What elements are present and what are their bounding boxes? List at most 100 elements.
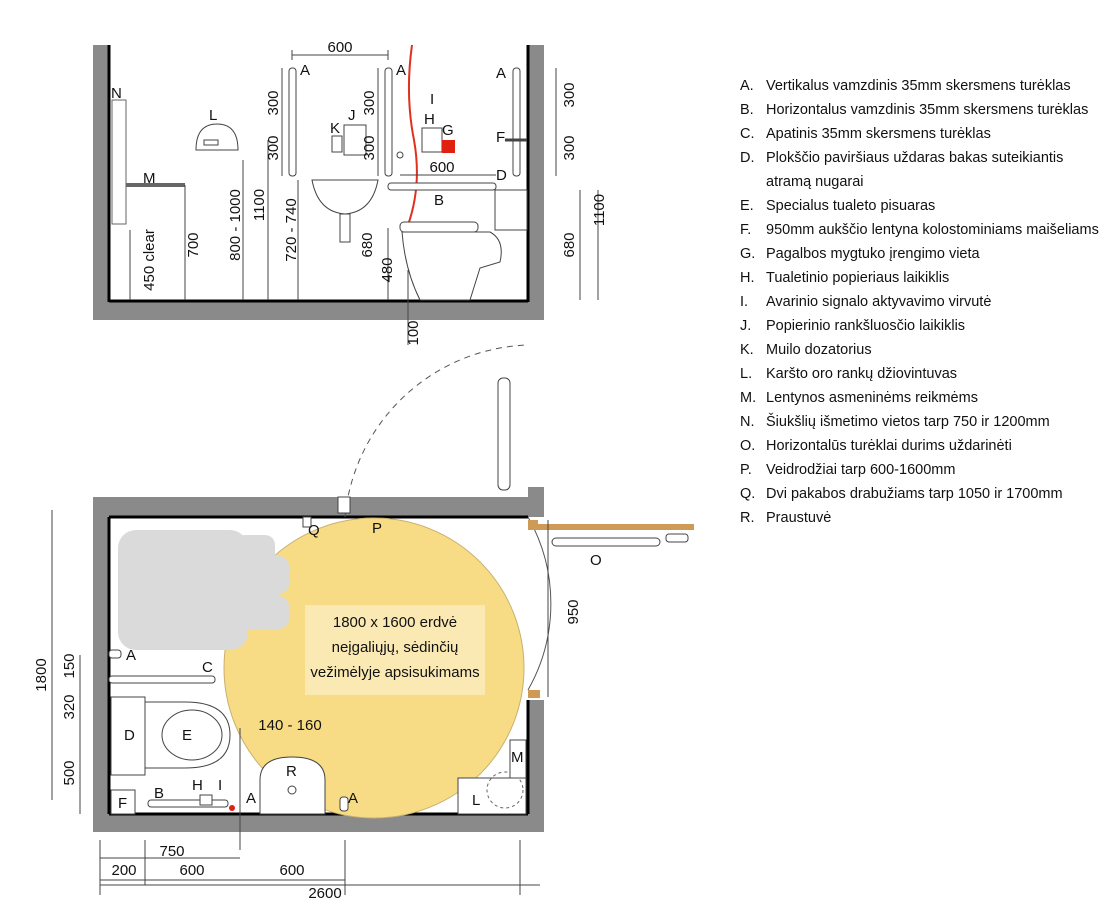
- hand-dryer: [195, 123, 239, 151]
- legend-item: C.Apatinis 35mm skersmens turėklas: [740, 126, 991, 142]
- floor-slab: [93, 300, 544, 320]
- label-r: R: [286, 763, 297, 780]
- right-wall: [528, 45, 544, 320]
- legend-item: G.Pagalbos mygtuko įrengimo vieta: [740, 246, 980, 262]
- toilet-bowl: [401, 231, 502, 301]
- dim-600-rail: 600: [429, 159, 454, 176]
- dim-600: 600: [279, 862, 304, 879]
- dim-100: 100: [405, 320, 422, 345]
- legend-item: Q.Dvi pakabos drabužiams tarp 1050 ir 17…: [740, 486, 1063, 502]
- label-b: B: [154, 785, 164, 802]
- legend-item: K.Muilo dozatorius: [740, 342, 872, 358]
- label-a: A: [300, 62, 310, 79]
- vertical-grab-bar-mid: [384, 67, 393, 177]
- wheelchair-silhouette: [118, 530, 290, 650]
- label-a: A: [496, 65, 506, 82]
- dim-200: 200: [111, 862, 136, 879]
- door-swing-inner: [527, 516, 552, 691]
- dim-320: 320: [61, 694, 78, 719]
- label-e: E: [182, 727, 192, 744]
- dim-2600: 2600: [308, 885, 341, 902]
- dim-1100: 1100: [251, 189, 268, 221]
- dim-1100: 1100: [591, 194, 608, 226]
- legend-item: B.Horizontalus vamzdinis 35mm skersmens …: [740, 102, 1089, 118]
- label-c: C: [202, 659, 213, 676]
- waste-bin: [111, 99, 127, 225]
- legend-item: L.Karšto oro rankų džiovintuvas: [740, 366, 958, 382]
- wash-basin: [311, 179, 379, 215]
- label-d: D: [496, 167, 507, 184]
- legend-item: N.Šiukšlių išmetimo vietos tarp 750 ir 1…: [740, 414, 1050, 430]
- toilet-paper-holder: [421, 127, 443, 153]
- soap-dispenser: [331, 135, 343, 153]
- vertical-grab-bar-left: [288, 67, 297, 177]
- door-closing-rail: [551, 537, 661, 547]
- turning-space-line: neįgaliųjų, sėdinčių: [331, 639, 459, 656]
- dim-700: 700: [185, 232, 202, 257]
- dim-680: 680: [359, 232, 376, 257]
- label-f: F: [496, 129, 505, 146]
- outer-door-rail: [497, 377, 511, 491]
- dim-480: 480: [379, 257, 396, 282]
- dim-300: 300: [265, 135, 282, 160]
- legend-item: D.Plokščio paviršiaus uždaras bakas sute…: [740, 150, 1064, 190]
- left-wall: [93, 497, 109, 832]
- toilet-seat: [399, 221, 479, 233]
- label-q: Q: [308, 522, 320, 539]
- turning-space-line: vežimėlyje apsisukimams: [310, 664, 480, 681]
- turning-space-label: 1800 x 1600 erdvė neįgaliųjų, sėdinčių v…: [300, 610, 490, 685]
- label-d: D: [124, 727, 135, 744]
- label-i: I: [430, 91, 434, 108]
- legend-item: A.Vertikalus vamzdinis 35mm skersmens tu…: [740, 78, 1071, 94]
- right-wall-lower: [528, 700, 544, 832]
- top-wall: [93, 497, 543, 517]
- dim-450-clear: 450 clear: [141, 229, 158, 291]
- right-wall-upper: [528, 487, 544, 517]
- label-h: H: [424, 111, 435, 128]
- alarm-cord: [407, 44, 418, 226]
- legend-item: O.Horizontalūs turėklai durims uždarinėt…: [740, 438, 1012, 454]
- wall-elevation: 600 300 300 300 300 600 300 300 1100 680…: [93, 39, 608, 346]
- dim-750: 750: [159, 843, 184, 860]
- alarm-cord-plan: [229, 805, 235, 811]
- dim-top-600: 600: [327, 39, 352, 56]
- label-n: N: [111, 85, 122, 102]
- legend-item: P.Veidrodžiai tarp 600-1600mm: [740, 462, 956, 478]
- bottom-wall: [93, 814, 543, 832]
- horizontal-grab-bar: [387, 182, 497, 191]
- legend-item: E.Specialus tualeto pisuaras: [740, 198, 936, 214]
- label-h: H: [192, 777, 203, 794]
- left-wall: [93, 45, 109, 320]
- label-j: J: [348, 107, 356, 124]
- dim-950: 950: [565, 599, 582, 624]
- label-b: B: [434, 192, 444, 209]
- label-a: A: [396, 62, 406, 79]
- dim-720-740: 720 - 740: [283, 198, 300, 261]
- hand-dryer-plan: [457, 777, 527, 815]
- colostomy-shelf-plan: [110, 789, 136, 815]
- label-f: F: [118, 795, 127, 812]
- dim-800-1000: 800 - 1000: [227, 189, 244, 261]
- label-a: A: [126, 647, 136, 664]
- legend-item: I.Avarinio signalo aktyvavimo virvutė: [740, 294, 992, 310]
- vertical-grab-bar-right: [512, 67, 521, 177]
- floor-plan: 1800 150 320 500 950 140 - 160 750 200 6…: [33, 344, 694, 902]
- label-m: M: [511, 749, 524, 766]
- turning-label-box: [305, 605, 485, 695]
- alarm-button: [442, 140, 455, 153]
- label-p: P: [372, 520, 382, 537]
- dim-150: 150: [61, 653, 78, 678]
- label-m: M: [143, 170, 156, 187]
- label-k: K: [330, 120, 340, 137]
- dim-300: 300: [561, 82, 578, 107]
- label-l: L: [472, 792, 480, 809]
- dim-300: 300: [265, 90, 282, 115]
- legend-list: A.Vertikalus vamzdinis 35mm skersmens tu…: [740, 74, 1100, 530]
- label-i: I: [218, 777, 222, 794]
- personal-shelf-plan: [509, 739, 527, 779]
- legend-item: F.950mm aukščio lentyna kolostominiams m…: [740, 222, 1099, 238]
- label-g: G: [442, 122, 454, 139]
- dim-600: 600: [179, 862, 204, 879]
- legend-item: J.Popierinio rankšluosčio laikiklis: [740, 318, 966, 334]
